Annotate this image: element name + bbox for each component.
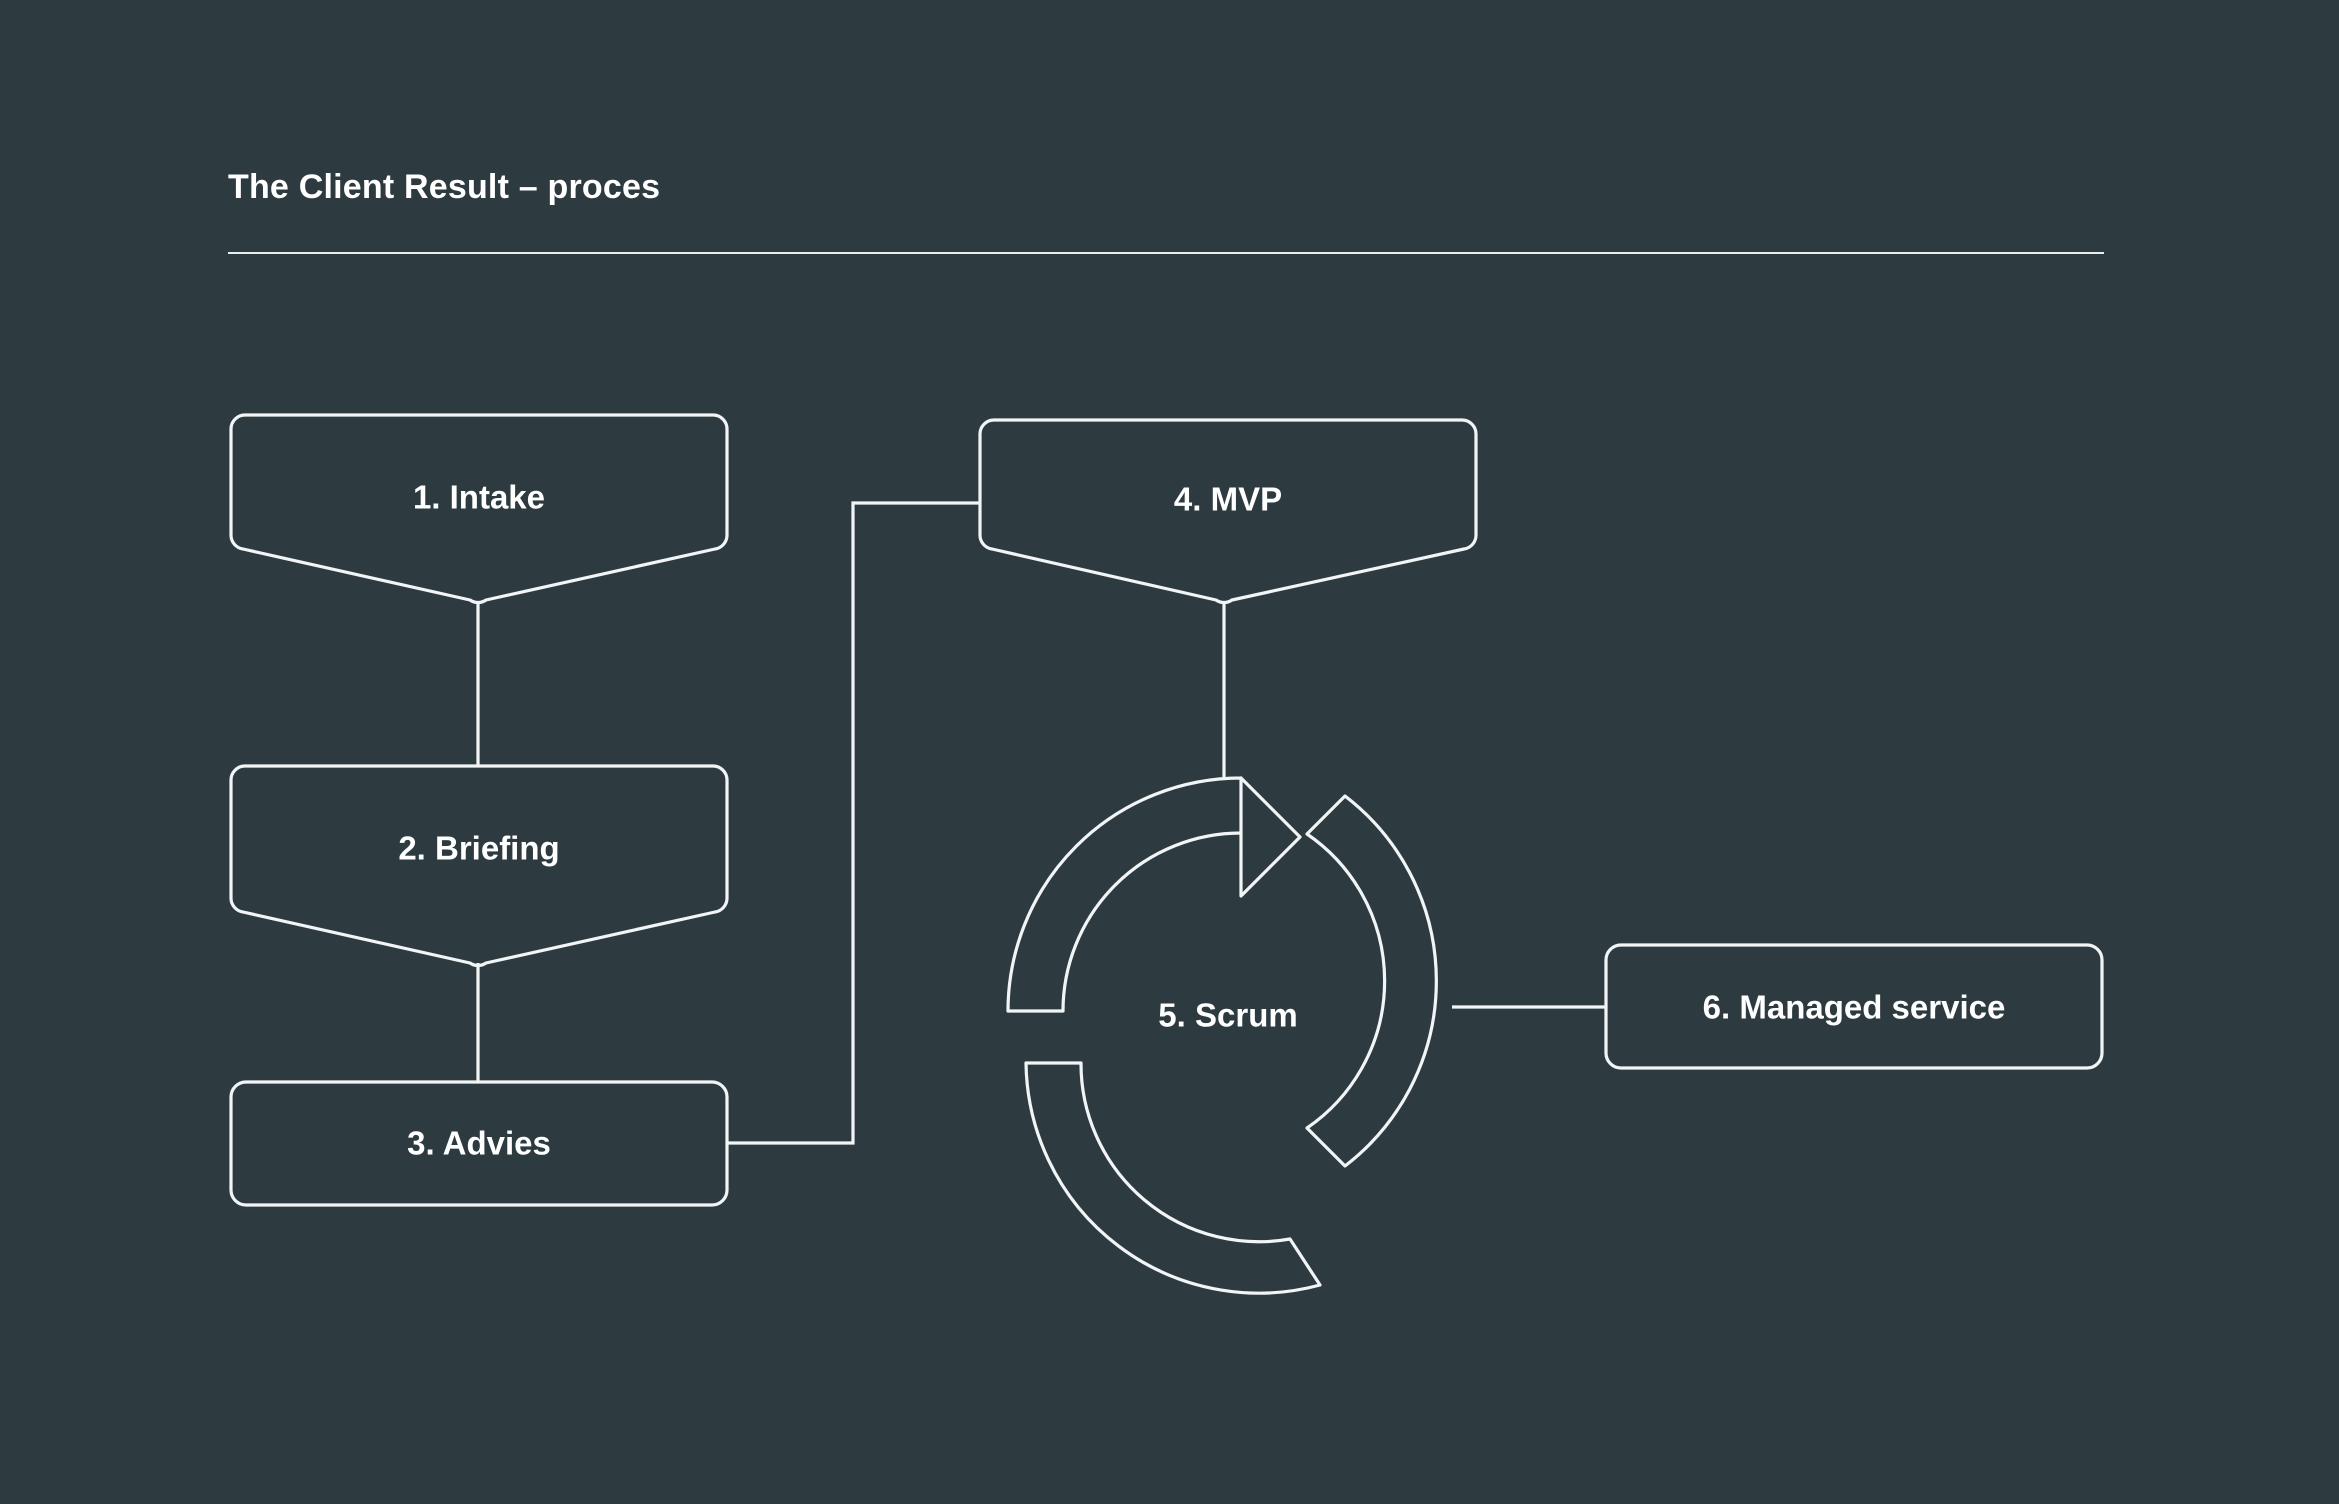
connector-layer xyxy=(476,501,1606,1145)
connector-advies-mvp xyxy=(727,501,980,1145)
scrum-arrow-top xyxy=(1006,776,1302,1013)
scrum-label: 5. Scrum xyxy=(1158,997,1297,1034)
managed-service-shape xyxy=(1604,943,2104,1070)
node-intake[interactable]: 1. Intake xyxy=(229,413,729,605)
mvp-label: 4. MVP xyxy=(1174,481,1282,518)
node-mvp[interactable]: 4. MVP xyxy=(978,418,1478,605)
briefing-label: 2. Briefing xyxy=(398,830,559,867)
briefing-shape xyxy=(229,764,729,968)
node-managed-service[interactable]: 6. Managed service xyxy=(1604,943,2104,1070)
scrum-arrow-bottom xyxy=(1024,1061,1322,1295)
node-scrum[interactable]: 5. Scrum xyxy=(1006,776,1438,1295)
node-advies[interactable]: 3. Advies xyxy=(229,1080,729,1207)
advies-label: 3. Advies xyxy=(407,1125,551,1162)
intake-label: 1. Intake xyxy=(413,479,545,516)
node-briefing[interactable]: 2. Briefing xyxy=(229,764,729,968)
mvp-shape xyxy=(978,418,1478,605)
intake-shape xyxy=(229,413,729,605)
page-title: The Client Result – proces xyxy=(228,168,661,206)
managed-service-label: 6. Managed service xyxy=(1703,989,2006,1026)
advies-shape xyxy=(229,1080,729,1207)
title-divider xyxy=(228,252,2104,254)
scrum-arrow-right xyxy=(1305,794,1438,1168)
